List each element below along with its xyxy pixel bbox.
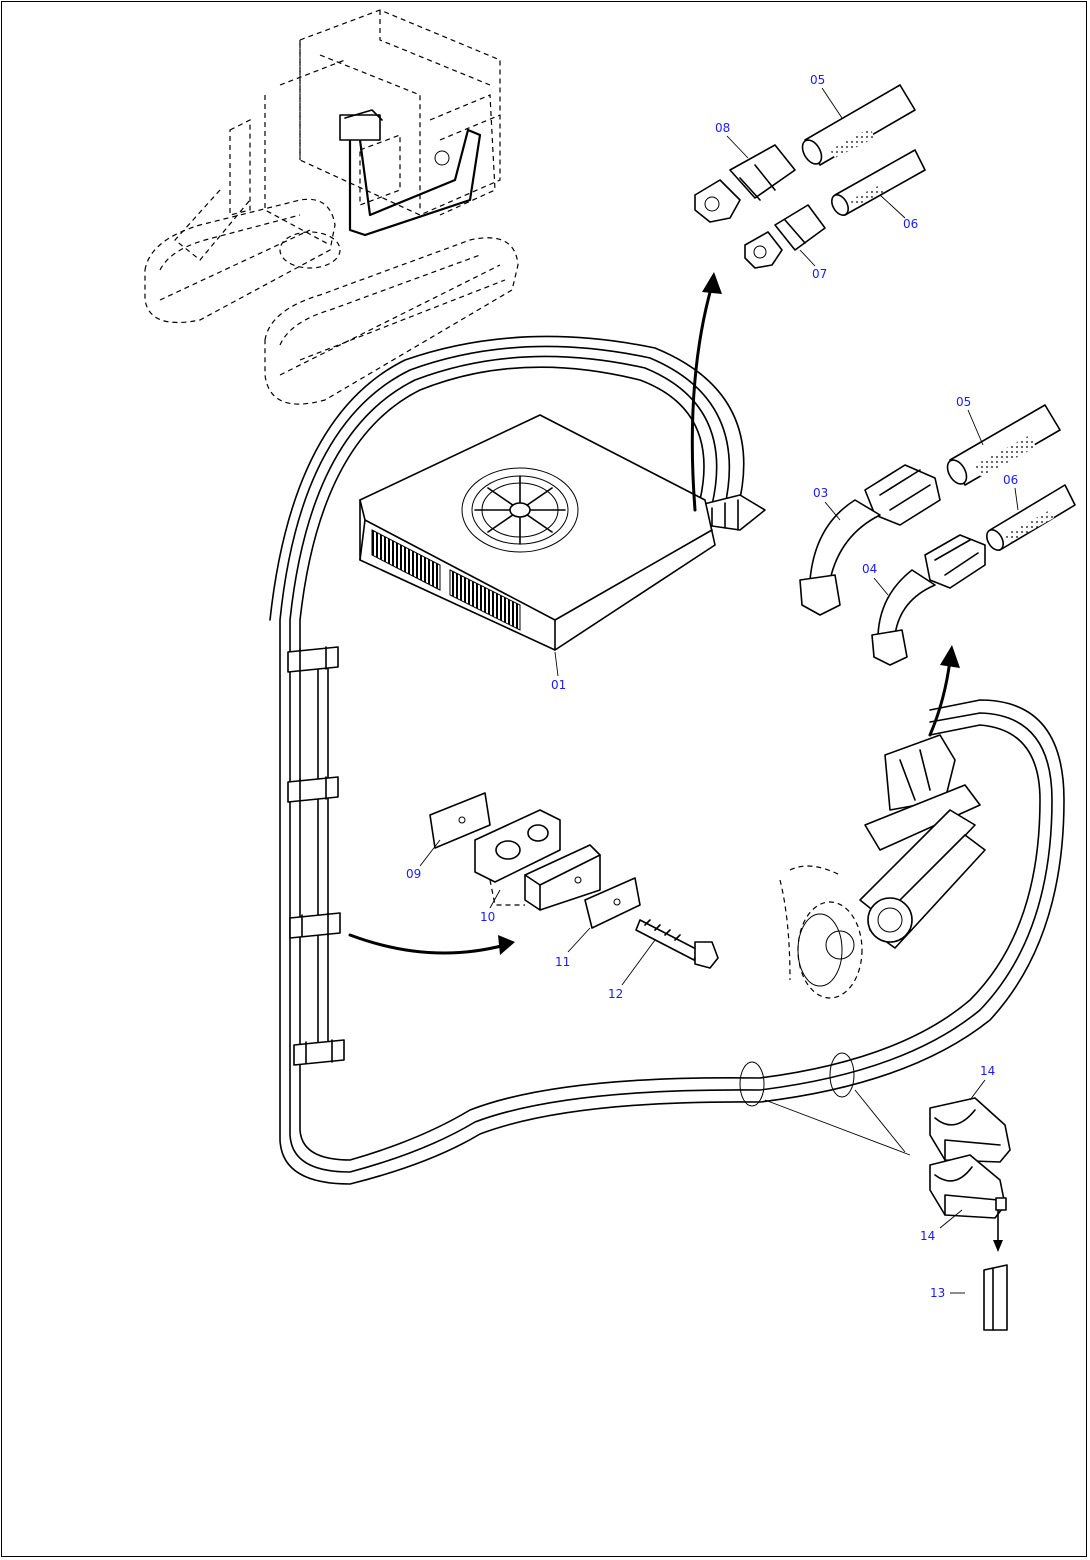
hose-clamps-vertical bbox=[287, 646, 855, 1107]
clamp-assembly bbox=[429, 792, 719, 969]
excavator-overview bbox=[144, 9, 519, 405]
callout-06-right: 06 bbox=[1003, 473, 1018, 487]
callout-14-lower: 14 bbox=[920, 1229, 935, 1243]
fitting-detail-upper bbox=[694, 84, 926, 269]
hose-clamp-detail bbox=[764, 1089, 1011, 1331]
callout-07: 07 bbox=[812, 267, 827, 281]
callout-14-upper: 14 bbox=[980, 1064, 995, 1078]
callout-01: 01 bbox=[551, 678, 566, 692]
fitting-detail-right bbox=[799, 404, 1076, 666]
ac-roof-unit bbox=[359, 414, 716, 651]
callout-09: 09 bbox=[406, 867, 421, 881]
callout-labels: 05 08 06 07 05 06 03 04 01 09 10 11 12 1… bbox=[406, 73, 1019, 1300]
callout-05-right: 05 bbox=[956, 395, 971, 409]
callout-11: 11 bbox=[555, 955, 570, 969]
callout-12: 12 bbox=[608, 987, 623, 1001]
callout-03: 03 bbox=[813, 486, 828, 500]
callout-04: 04 bbox=[862, 562, 877, 576]
callout-06-upper: 06 bbox=[903, 217, 918, 231]
callout-05-upper: 05 bbox=[810, 73, 825, 87]
callout-13: 13 bbox=[930, 1286, 945, 1300]
detail-arrows bbox=[348, 272, 960, 955]
callout-10: 10 bbox=[480, 910, 495, 924]
refrigerant-hose-loop bbox=[269, 335, 1065, 1185]
compressor-area bbox=[779, 734, 986, 999]
callout-08: 08 bbox=[715, 121, 730, 135]
